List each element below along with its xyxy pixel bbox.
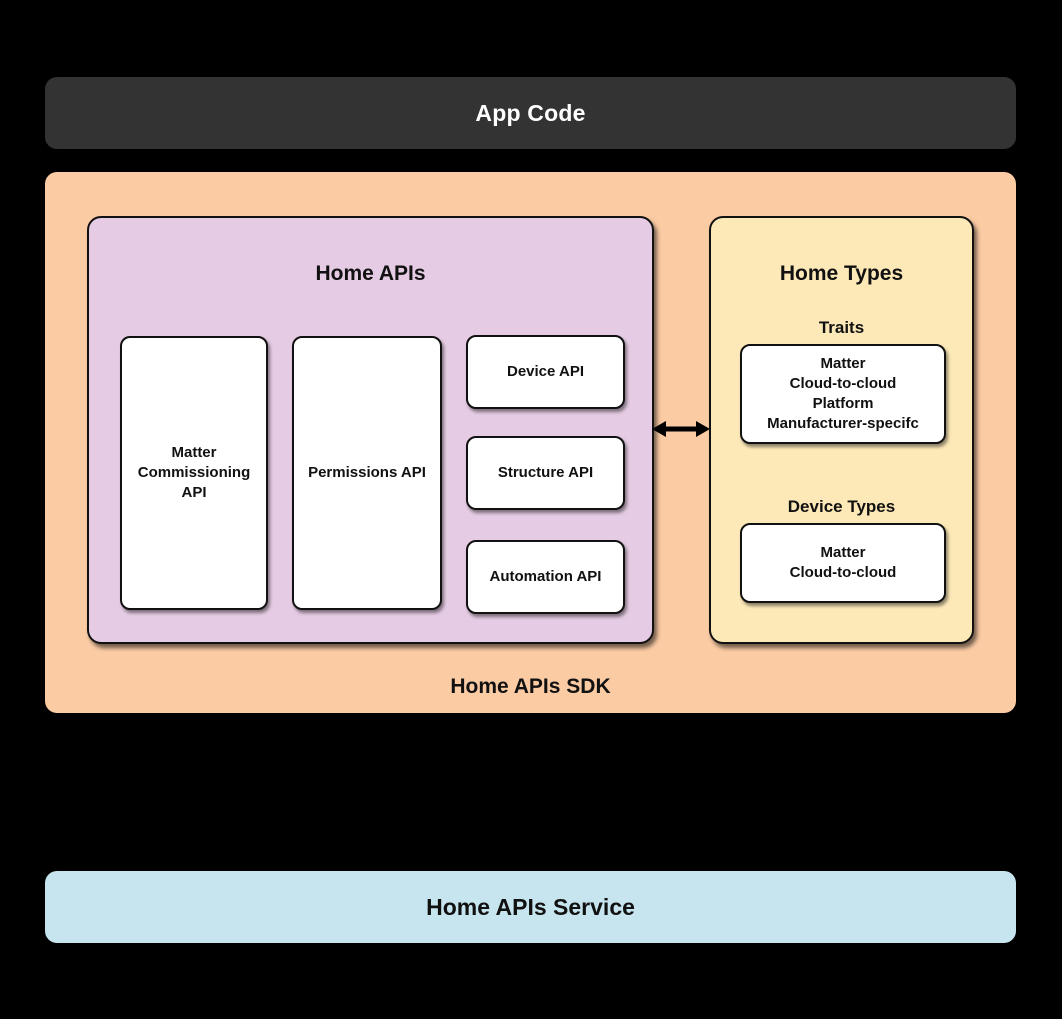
card-automation-api-label: Automation API xyxy=(489,568,602,586)
home-apis-sdk-label: Home APIs SDK xyxy=(450,675,611,698)
home-apis-title: Home APIs xyxy=(315,262,426,285)
card-matter-commissioning-api-label: Matter Commissioning API xyxy=(137,444,251,501)
home-types-panel: Home Types Traits Matter Cloud-to-cloud … xyxy=(709,216,974,644)
app-code-block: App Code xyxy=(45,77,1016,149)
card-device-types[interactable]: Matter Cloud-to-cloud xyxy=(740,523,946,603)
card-permissions-api[interactable]: Permissions API xyxy=(292,336,442,610)
home-apis-service-block: Home APIs Service xyxy=(45,871,1016,943)
home-apis-service-label: Home APIs Service xyxy=(426,893,635,920)
card-traits[interactable]: Matter Cloud-to-cloud Platform Manufactu… xyxy=(740,344,946,444)
card-device-api[interactable]: Device API xyxy=(466,335,625,409)
home-apis-sdk-panel: Home APIs Matter Commissioning API Permi… xyxy=(45,172,1016,713)
card-matter-commissioning-api[interactable]: Matter Commissioning API xyxy=(120,336,268,610)
card-device-api-label: Device API xyxy=(507,363,584,381)
device-types-heading: Device Types xyxy=(787,497,896,516)
traits-heading: Traits xyxy=(818,318,865,337)
app-code-label: App Code xyxy=(475,99,586,126)
card-permissions-api-label: Permissions API xyxy=(308,464,426,482)
card-structure-api[interactable]: Structure API xyxy=(466,436,625,510)
card-structure-api-label: Structure API xyxy=(497,464,594,482)
card-traits-items: Matter Cloud-to-cloud Platform Manufactu… xyxy=(767,355,919,432)
card-device-types-items: Matter Cloud-to-cloud xyxy=(789,544,897,581)
home-types-title: Home Types xyxy=(779,262,904,285)
card-automation-api[interactable]: Automation API xyxy=(466,540,625,614)
bidirectional-arrow-icon xyxy=(652,414,710,444)
home-apis-panel: Home APIs Matter Commissioning API Permi… xyxy=(87,216,654,644)
